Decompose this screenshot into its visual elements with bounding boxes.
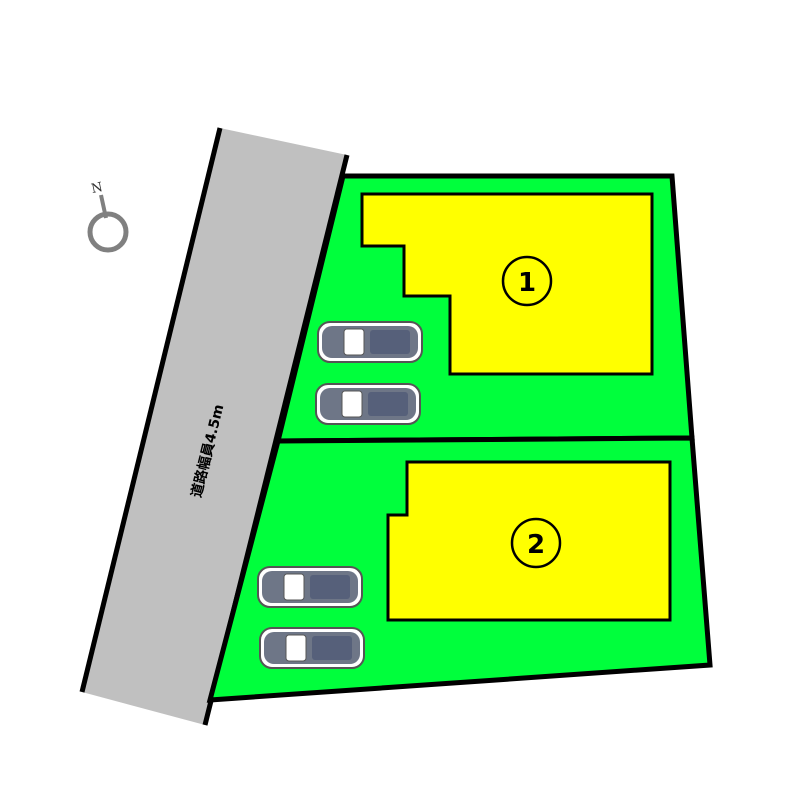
- parking-cars: [257, 321, 423, 669]
- car-icon: [317, 321, 423, 363]
- road-left-edge: [79, 127, 223, 693]
- north-label: N: [90, 180, 104, 197]
- road-strip: [82, 128, 347, 725]
- car-icon: [257, 566, 363, 608]
- lot-1-number-circle: [501, 255, 553, 307]
- north-arrow-icon: N: [87, 180, 129, 253]
- lot-1-number-badge: 1: [501, 255, 553, 307]
- lot-2-number-badge: 2: [510, 517, 562, 569]
- car-icon: [315, 383, 421, 425]
- lot-1: 1: [274, 173, 695, 444]
- lot-1-number: 1: [518, 268, 536, 298]
- lot-2-number: 2: [527, 530, 545, 560]
- lot-1-building: [360, 192, 654, 376]
- lot-2-building: [386, 460, 672, 622]
- car-icon: [259, 627, 365, 669]
- lot-2-number-circle: [510, 517, 562, 569]
